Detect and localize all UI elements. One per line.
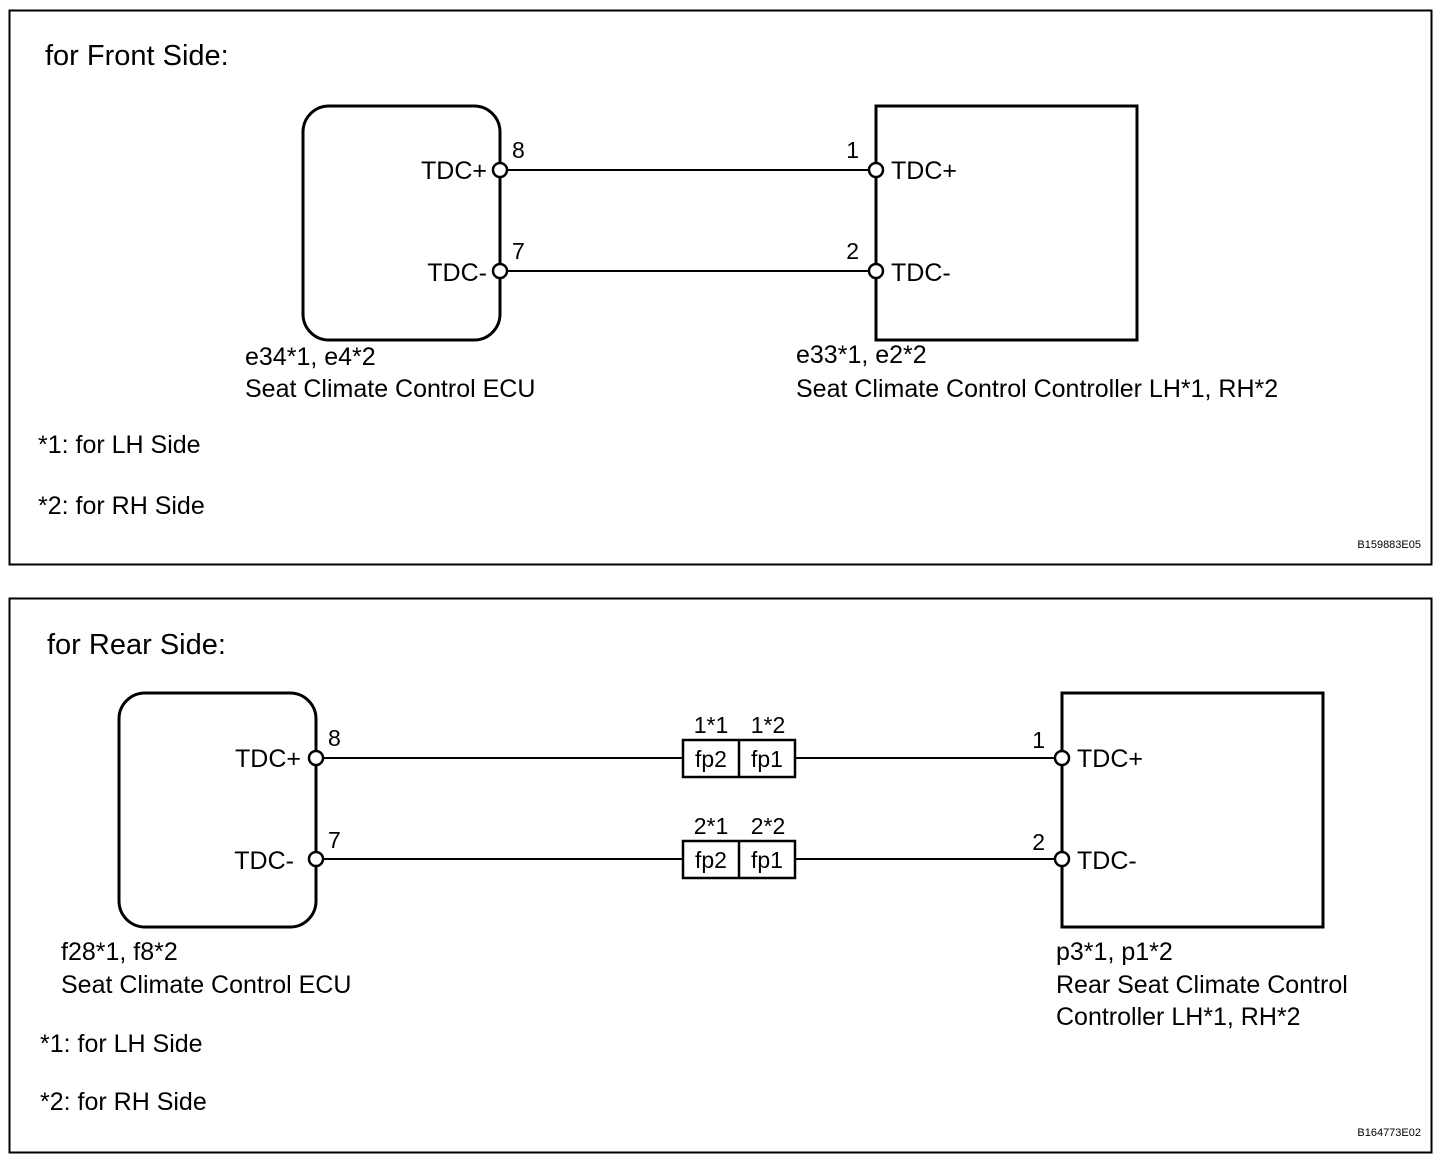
rear-ecu-pin-7: 7 — [328, 827, 341, 853]
front-heading: for Front Side: — [45, 40, 229, 72]
front-ecu-pin-7: 7 — [512, 238, 525, 264]
rear-controller-pin-2: 2 — [1032, 829, 1045, 855]
rear-connector-bottom: fp2 fp1 2*1 2*2 — [681, 813, 797, 880]
rear-panel-border — [8, 597, 1433, 1154]
rear-heading: for Rear Side: — [47, 629, 226, 661]
rear-connector-top-fp1: fp1 — [751, 746, 783, 772]
front-ecu-tdc-plus-label: TDC+ — [421, 157, 487, 185]
front-note-1: *1: for LH Side — [38, 431, 201, 459]
rear-ecu-box — [117, 691, 318, 929]
rear-controller-ref: p3*1, p1*2 — [1056, 938, 1173, 966]
front-ecu-tdc-minus-label: TDC- — [427, 259, 487, 287]
rear-ecu-terminal-7 — [307, 850, 325, 868]
front-controller-ref: e33*1, e2*2 — [796, 341, 927, 369]
rear-ecu-terminal-8 — [307, 749, 325, 767]
rear-note-2: *2: for RH Side — [40, 1088, 207, 1116]
rear-note-1: *1: for LH Side — [40, 1030, 203, 1058]
rear-controller-name-line2: Controller LH*1, RH*2 — [1056, 1003, 1301, 1031]
rear-controller-tdc-plus-label: TDC+ — [1077, 745, 1143, 773]
rear-connector-top: fp2 fp1 1*1 1*2 — [681, 712, 797, 779]
front-panel-border — [8, 9, 1433, 566]
front-figure-code: B159883E05 — [1357, 539, 1421, 551]
rear-panel: for Rear Side: fp2 fp1 1*1 1*2 fp2 fp1 2… — [8, 597, 1433, 1154]
front-ecu-ref: e34*1, e4*2 — [245, 343, 376, 371]
rear-connector-bottom-pin-lh: 2*1 — [694, 813, 729, 839]
rear-controller-box — [1060, 691, 1325, 929]
front-controller-tdc-minus-label: TDC- — [891, 259, 951, 287]
rear-controller-terminal-2 — [1053, 850, 1071, 868]
front-controller-terminal-1 — [867, 161, 885, 179]
rear-connector-top-pin-lh: 1*1 — [694, 712, 729, 738]
rear-ecu-tdc-plus-label: TDC+ — [235, 745, 301, 773]
rear-controller-tdc-minus-label: TDC- — [1077, 847, 1137, 875]
front-ecu-terminal-7 — [491, 262, 509, 280]
rear-figure-code: B164773E02 — [1357, 1127, 1421, 1139]
front-controller-pin-1: 1 — [846, 137, 859, 163]
front-ecu-pin-8: 8 — [512, 137, 525, 163]
rear-ecu-name: Seat Climate Control ECU — [61, 971, 351, 999]
rear-connector-bottom-fp1: fp1 — [751, 847, 783, 873]
front-controller-terminal-2 — [867, 262, 885, 280]
front-controller-pin-2: 2 — [846, 238, 859, 264]
rear-connector-top-pin-rh: 1*2 — [751, 712, 786, 738]
front-ecu-box — [301, 104, 502, 342]
rear-ecu-pin-8: 8 — [328, 725, 341, 751]
rear-ecu-ref: f28*1, f8*2 — [61, 938, 178, 966]
front-controller-tdc-plus-label: TDC+ — [891, 157, 957, 185]
rear-controller-terminal-1 — [1053, 749, 1071, 767]
rear-connector-top-fp2: fp2 — [695, 746, 727, 772]
front-ecu-name: Seat Climate Control ECU — [245, 375, 535, 403]
front-ecu-terminal-8 — [491, 161, 509, 179]
rear-connector-bottom-fp2: fp2 — [695, 847, 727, 873]
front-note-2: *2: for RH Side — [38, 492, 205, 520]
rear-controller-name-line1: Rear Seat Climate Control — [1056, 971, 1348, 999]
front-controller-box — [874, 104, 1139, 342]
rear-connector-bottom-pin-rh: 2*2 — [751, 813, 786, 839]
front-panel: for Front Side: TDC+ TDC- 8 7 TDC+ TDC- … — [8, 9, 1433, 566]
front-controller-name: Seat Climate Control Controller LH*1, RH… — [796, 375, 1278, 403]
rear-controller-pin-1: 1 — [1032, 727, 1045, 753]
rear-ecu-tdc-minus-label: TDC- — [234, 847, 294, 875]
